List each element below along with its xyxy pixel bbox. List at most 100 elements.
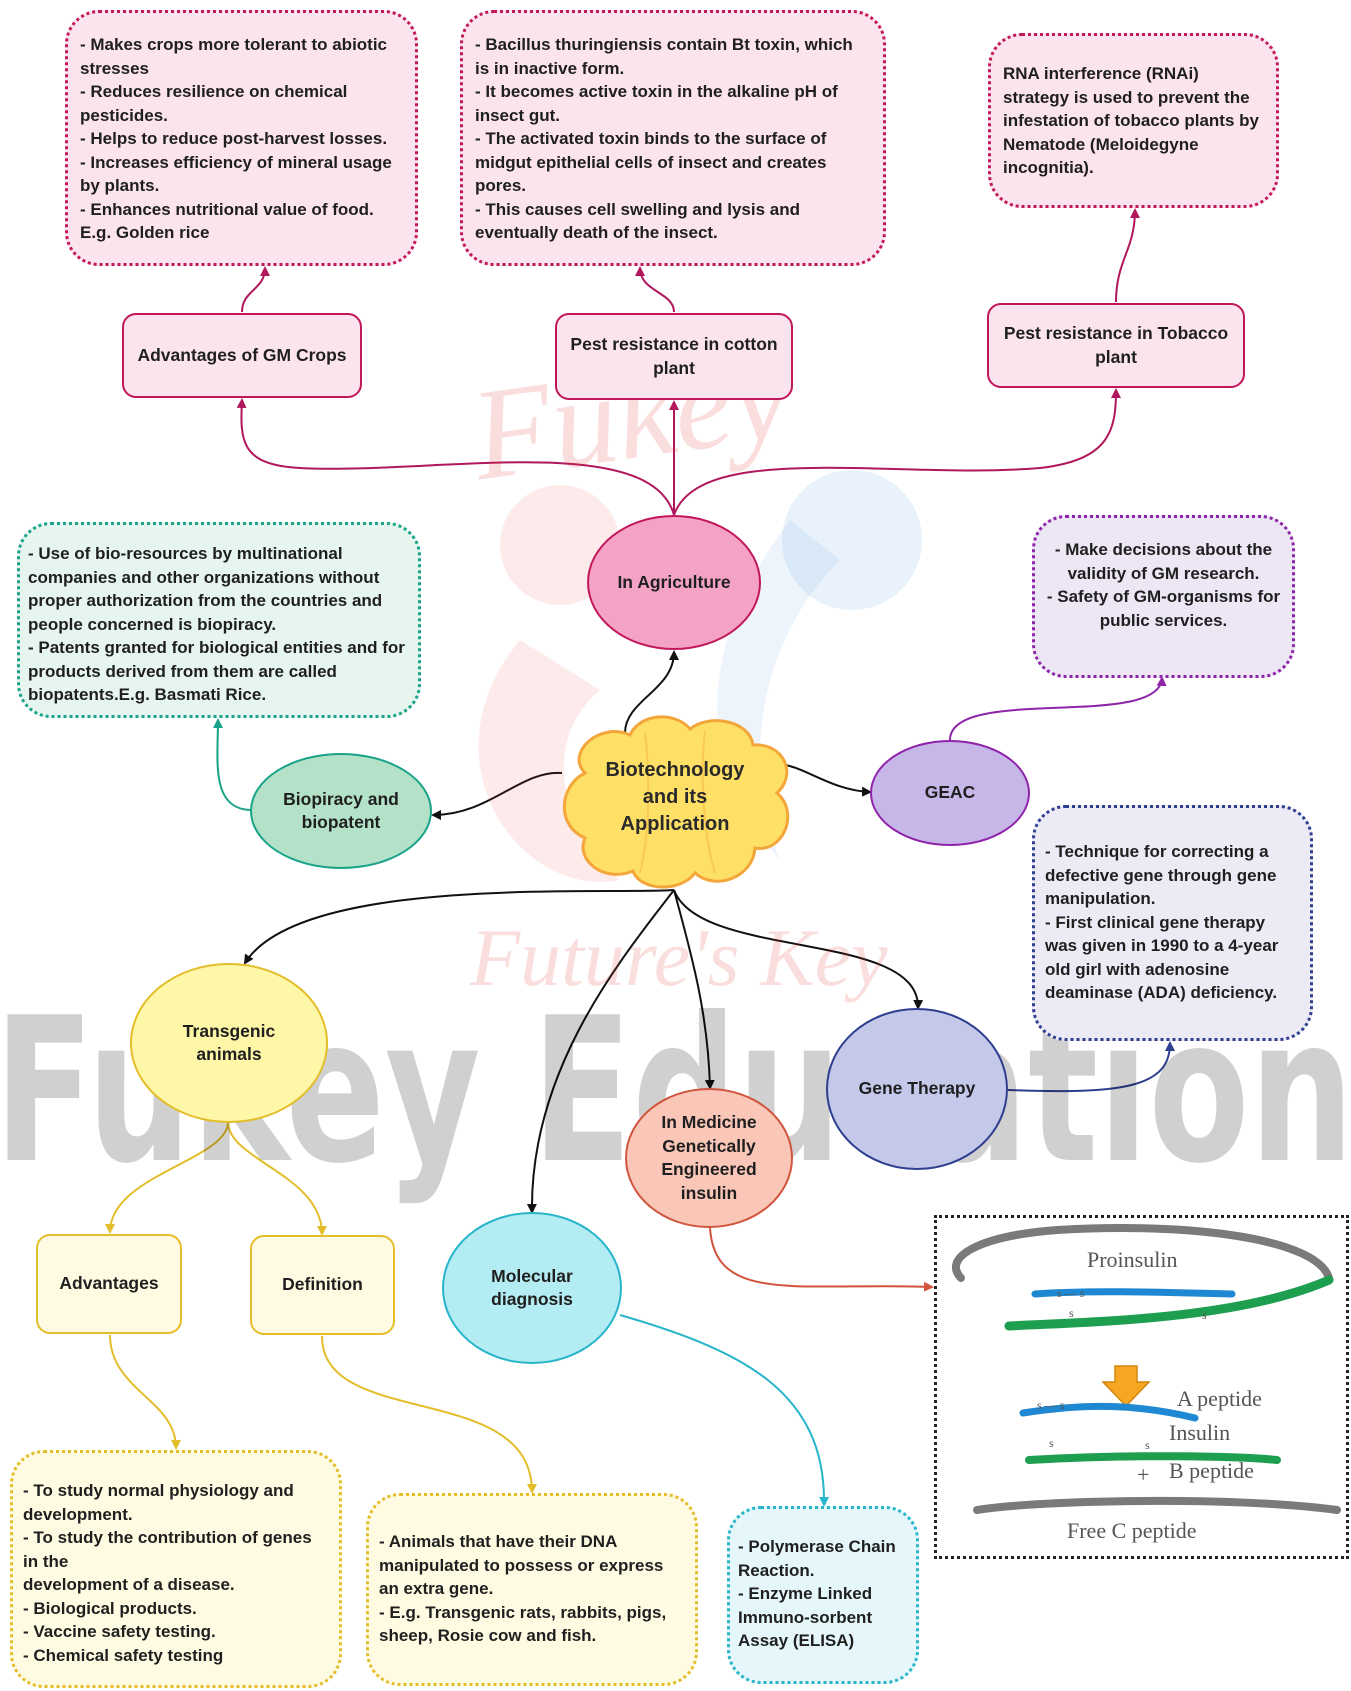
medicine-node-label: Engineered	[661, 1159, 757, 1179]
molecular-node[interactable]: Molecular diagnosis	[442, 1212, 622, 1364]
gm-crops-note-line: - Reduces resilience on chemical pestici…	[80, 82, 348, 125]
gm-crops-note-line: E.g. Golden rice	[80, 223, 210, 242]
definition-topic[interactable]: Definition	[250, 1235, 395, 1335]
tobacco-note: RNA interference (RNAi) strategy is used…	[988, 33, 1279, 208]
medicine-node-label: insulin	[680, 1182, 738, 1203]
bond-label: s — s	[1037, 1398, 1065, 1412]
advantages-topic-label: Advantages	[59, 1273, 159, 1294]
biopiracy-note-line: - Use of bio-resources by multinational …	[28, 544, 383, 634]
gene-therapy-note-line: - Technique for correcting a defective g…	[1045, 842, 1277, 908]
a-peptide-label: A peptide	[1177, 1386, 1262, 1411]
cotton-note-line: - Bacillus thuringiensis contain Bt toxi…	[475, 35, 853, 78]
cotton-topic-label: Pest resistance in cotton plant	[570, 334, 778, 378]
center-hub[interactable]: Biotechnology and its Application	[555, 713, 795, 891]
gm-crops-note-line: - Increases efficiency of mineral usage …	[80, 152, 392, 196]
advantages-note-line: - To study normal physiology and develop…	[23, 1481, 294, 1524]
free-c-peptide-grey	[973, 1496, 1341, 1514]
gm-crops-topic[interactable]: Advantages of GM Crops	[122, 313, 362, 398]
geac-node-label: GEAC	[924, 782, 976, 803]
insulin-a-chain-blue	[1019, 1402, 1199, 1422]
biopiracy-node-label: Biopiracy and	[283, 788, 399, 809]
link-medicine-figure	[709, 1227, 934, 1292]
link-hub-genetherapy	[673, 889, 924, 1010]
biopiracy-node-label: biopatent	[301, 812, 381, 832]
definition-note: - Animals that have their DNA manipulate…	[366, 1493, 698, 1686]
link-hub-transgenic	[243, 889, 675, 965]
cotton-topic[interactable]: Pest resistance in cotton plant	[555, 313, 793, 400]
proinsulin-b-chain-green	[1004, 1275, 1334, 1331]
advantages-topic[interactable]: Advantages	[36, 1234, 182, 1334]
gm-crops-topic-label: Advantages of GM Crops	[137, 344, 347, 365]
link-geac-note	[949, 676, 1167, 741]
advantages-note: - To study normal physiology and develop…	[10, 1450, 342, 1688]
cotton-note-line: - The activated toxin binds to the surfa…	[475, 129, 827, 195]
geac-note-line: - Make decisions about the validity of G…	[1054, 540, 1273, 583]
link-gmcrops-note	[241, 266, 270, 313]
tobacco-topic-label: Pest resistance in Tobacco plant	[1003, 323, 1229, 367]
tobacco-topic[interactable]: Pest resistance in Tobacco plant	[987, 303, 1245, 388]
gm-crops-note-line: - Makes crops more tolerant to abiotic s…	[80, 35, 388, 78]
plus-label: +	[1137, 1462, 1150, 1487]
link-genetherapy-note	[1007, 1041, 1175, 1093]
medicine-node-label: In Medicine	[661, 1112, 757, 1132]
link-advantages-note	[109, 1334, 181, 1450]
agriculture-node[interactable]: In Agriculture	[587, 515, 761, 650]
link-tobacco-note	[1115, 208, 1140, 303]
transgenic-node[interactable]: Transgenic animals	[130, 963, 328, 1123]
proinsulin-a-chain-blue	[1031, 1288, 1236, 1298]
molecular-note-line: - Polymerase Chain Reaction.	[738, 1537, 896, 1580]
medicine-node-label: Genetically	[662, 1135, 756, 1156]
insulin-processing-figure: Proinsulin s — s s s A peptide s — s s s…	[934, 1215, 1349, 1559]
insulin-label: Insulin	[1169, 1420, 1231, 1445]
tobacco-note-line: RNA interference (RNAi) strategy is used…	[1003, 64, 1259, 177]
advantages-note-line: - Chemical safety testing	[23, 1645, 224, 1665]
agriculture-node-label: In Agriculture	[617, 571, 731, 592]
transgenic-node-label: animals	[196, 1044, 262, 1064]
gene-therapy-note-line: - First clinical gene therapy was given …	[1045, 912, 1279, 1003]
link-transgenic-definition	[227, 1121, 327, 1236]
proinsulin-loop-grey	[952, 1224, 1333, 1282]
definition-topic-label: Definition	[282, 1274, 363, 1295]
down-arrow-icon	[1101, 1365, 1151, 1408]
free-c-peptide-label: Free C peptide	[1067, 1518, 1197, 1543]
geac-node[interactable]: GEAC	[870, 740, 1030, 846]
gm-crops-note-line: - Enhances nutritional value of food.	[80, 199, 374, 219]
link-hub-biopiracy	[431, 771, 563, 820]
proinsulin-label: Proinsulin	[1087, 1247, 1178, 1272]
cotton-note: - Bacillus thuringiensis contain Bt toxi…	[460, 10, 886, 266]
advantages-note-line: - Vaccine safety testing.	[23, 1622, 216, 1641]
cotton-note-line: - This causes cell swelling and lysis an…	[475, 199, 801, 243]
definition-note-line: - Animals that have their DNA manipulate…	[379, 1532, 664, 1598]
center-hub-label: Biotechnology and its Application	[555, 757, 795, 838]
center-hub-line: and its	[642, 786, 708, 808]
cloud-shape	[562, 715, 790, 889]
molecular-note: - Polymerase Chain Reaction. - Enzyme Li…	[727, 1506, 919, 1684]
geac-note: - Make decisions about the validity of G…	[1032, 515, 1295, 678]
center-hub-line: Biotechnology	[605, 759, 745, 781]
medicine-node[interactable]: In Medicine Genetically Engineered insul…	[625, 1088, 793, 1228]
link-hub-medicine	[673, 889, 715, 1090]
bond-label: s — s	[1057, 1286, 1085, 1300]
molecular-note-line: - Enzyme Linked Immuno-sorbent Assay (EL…	[738, 1584, 873, 1650]
gm-crops-note: - Makes crops more tolerant to abiotic s…	[65, 10, 418, 266]
link-agri-tobacco	[673, 388, 1121, 516]
link-molecular-note	[619, 1314, 830, 1507]
insulin-diagram	[952, 1224, 1341, 1514]
definition-note-line: - E.g. Transgenic rats, rabbits, pigs, s…	[379, 1602, 667, 1646]
advantages-note-line: development of a disease.	[23, 1575, 235, 1594]
link-definition-note	[321, 1335, 537, 1494]
s-label: s	[1145, 1438, 1150, 1452]
s-label: s	[1069, 1306, 1074, 1320]
link-cotton-note	[635, 266, 675, 313]
molecular-node-label: Molecular	[491, 1265, 573, 1286]
advantages-note-line: - To study the contribution of genes in …	[23, 1528, 312, 1571]
s-label: s	[1202, 1308, 1207, 1322]
gene-therapy-note: - Technique for correcting a defective g…	[1032, 805, 1313, 1041]
gene-therapy-node-label: Gene Therapy	[858, 1078, 976, 1099]
biopiracy-note-line: - Patents granted for biological entitie…	[28, 638, 405, 704]
gene-therapy-node[interactable]: Gene Therapy	[826, 1008, 1008, 1170]
transgenic-node-label: Transgenic	[182, 1020, 276, 1041]
biopiracy-node[interactable]: Biopiracy and biopatent	[250, 753, 432, 869]
link-hub-agri	[624, 650, 679, 734]
